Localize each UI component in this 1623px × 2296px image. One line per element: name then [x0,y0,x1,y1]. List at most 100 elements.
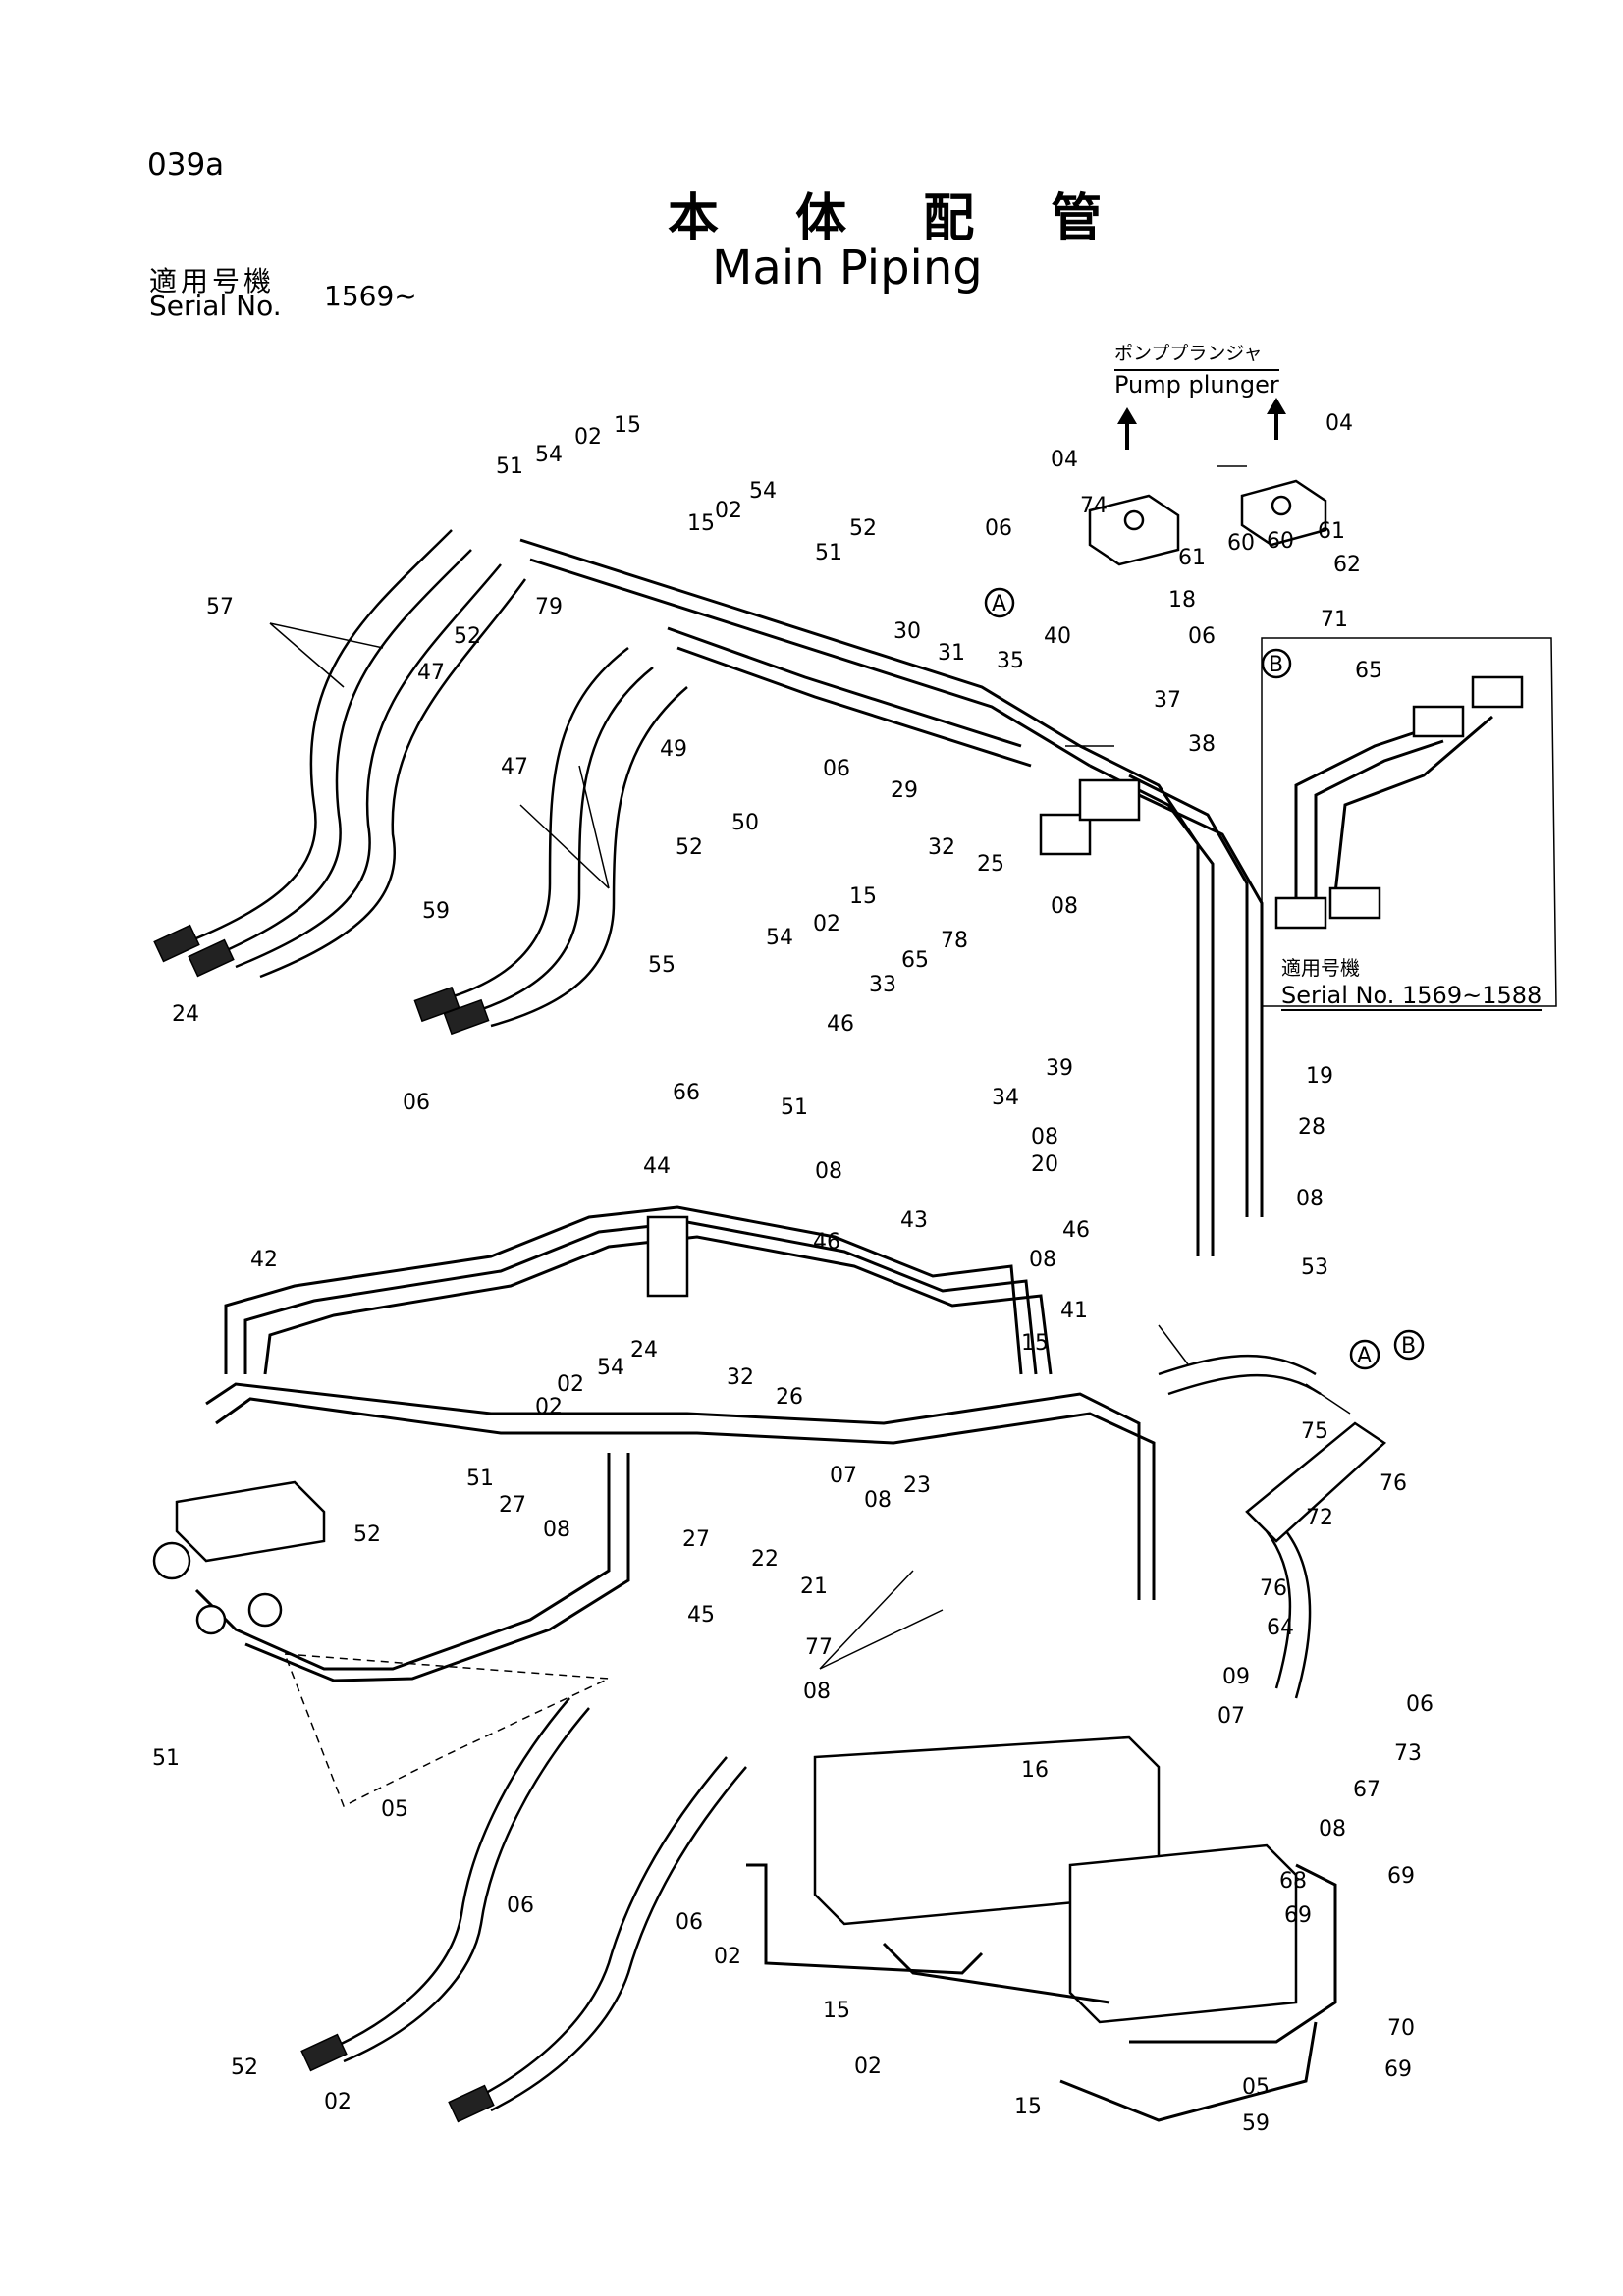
callout: 18 [1168,588,1196,613]
callout: 53 [1301,1255,1328,1280]
callout: 69 [1284,1903,1312,1928]
callout: 47 [501,755,528,779]
callout: 52 [454,624,481,649]
pump-arrow-right [1267,398,1286,440]
callout: 73 [1394,1741,1422,1766]
callout: 06 [676,1910,703,1935]
callout: 15 [823,1999,850,2023]
svg-text:A: A [992,592,1006,616]
callout: 74 [1080,494,1108,518]
serial-label: Serial No. [149,290,282,322]
callout: 59 [422,899,450,924]
callout: 51 [781,1095,808,1120]
hose-group-05 [300,1697,747,2123]
pump-note: Pump plunger [1114,369,1279,399]
callout: 02 [714,1945,741,1969]
callout: 51 [152,1746,180,1771]
callout: 06 [985,516,1012,541]
callout: 27 [682,1527,710,1552]
callout: 15 [1021,1331,1049,1356]
callout: 02 [715,499,742,523]
callout: 54 [535,443,563,467]
callout: 37 [1154,688,1181,713]
callout: 08 [1029,1248,1056,1272]
callout: 08 [1031,1125,1058,1149]
callout: 20 [1031,1152,1058,1177]
connector-marker-a-lower: A [1349,1339,1380,1370]
connector-marker-b-lower: B [1393,1329,1425,1361]
callout: 54 [749,479,777,504]
callout: 60 [1227,531,1255,556]
serial-label-japanese: 適用号機 [149,265,276,297]
callout: 35 [997,649,1024,673]
callout: 06 [1406,1692,1434,1717]
callout: 76 [1260,1576,1287,1601]
callout: 15 [614,413,641,438]
callout: 06 [403,1091,430,1115]
callout: 06 [823,757,850,781]
callout: 02 [535,1395,563,1419]
callout: 24 [630,1338,658,1362]
callout: 39 [1046,1056,1073,1081]
upper-pipe-bundle [519,538,1264,1256]
callout: 41 [1060,1299,1088,1323]
callout: 33 [869,973,896,997]
callout: 30 [893,619,921,644]
callout: 79 [535,595,563,619]
callout: 68 [1279,1869,1307,1894]
control-valve-67 [746,1735,1337,2122]
callout: 52 [353,1522,381,1547]
callout: 67 [1353,1778,1380,1802]
callout: 46 [1062,1218,1090,1243]
svg-text:B: B [1269,653,1283,677]
page-number: 039a [147,147,225,183]
callout: 76 [1380,1471,1407,1496]
callout: 07 [830,1464,857,1488]
callout: 31 [938,641,965,666]
callout: 02 [324,2090,352,2114]
callout: 32 [928,835,955,860]
callout: 06 [507,1894,534,1918]
callout: 02 [557,1372,584,1397]
manifold-block [152,1480,326,1635]
callout: 61 [1318,519,1345,544]
callout: 52 [231,2056,258,2080]
callout: 59 [1242,2111,1270,2136]
callout: 43 [900,1208,928,1233]
callout: 09 [1222,1665,1250,1689]
pump-block-74 [1088,494,1180,566]
callout: 78 [941,929,968,953]
callout: 47 [417,661,445,685]
callout: 08 [864,1488,892,1513]
callout: 52 [849,516,877,541]
callout: 62 [1333,553,1361,577]
callout: 02 [854,2055,882,2079]
hose-group-45 [1158,1354,1387,1699]
callout: 25 [977,852,1004,877]
callout: 02 [574,425,602,450]
callout: 26 [776,1385,803,1410]
callout: 49 [660,737,687,762]
callout: 02 [813,912,840,936]
callout: 51 [466,1467,494,1491]
callout: 44 [643,1154,671,1179]
callout: 45 [687,1603,715,1628]
callout: 51 [496,454,523,479]
connector-marker-a: A [984,587,1015,618]
callout: 08 [815,1159,842,1184]
callout: 05 [1242,2075,1270,2100]
callout: 55 [648,953,676,978]
callout: 65 [1355,659,1382,683]
middle-pipe-bundle [194,1205,1156,1682]
callout: 32 [727,1365,754,1390]
callout: 08 [1296,1187,1324,1211]
callout: 69 [1387,1864,1415,1889]
callout: 52 [676,835,703,860]
callout: 46 [813,1230,840,1255]
callout: 69 [1384,2057,1412,2082]
callout: 29 [891,778,918,803]
callout: 61 [1178,546,1206,570]
callout: 42 [250,1248,278,1272]
callout: 23 [903,1473,931,1498]
callout: 15 [1014,2095,1042,2119]
